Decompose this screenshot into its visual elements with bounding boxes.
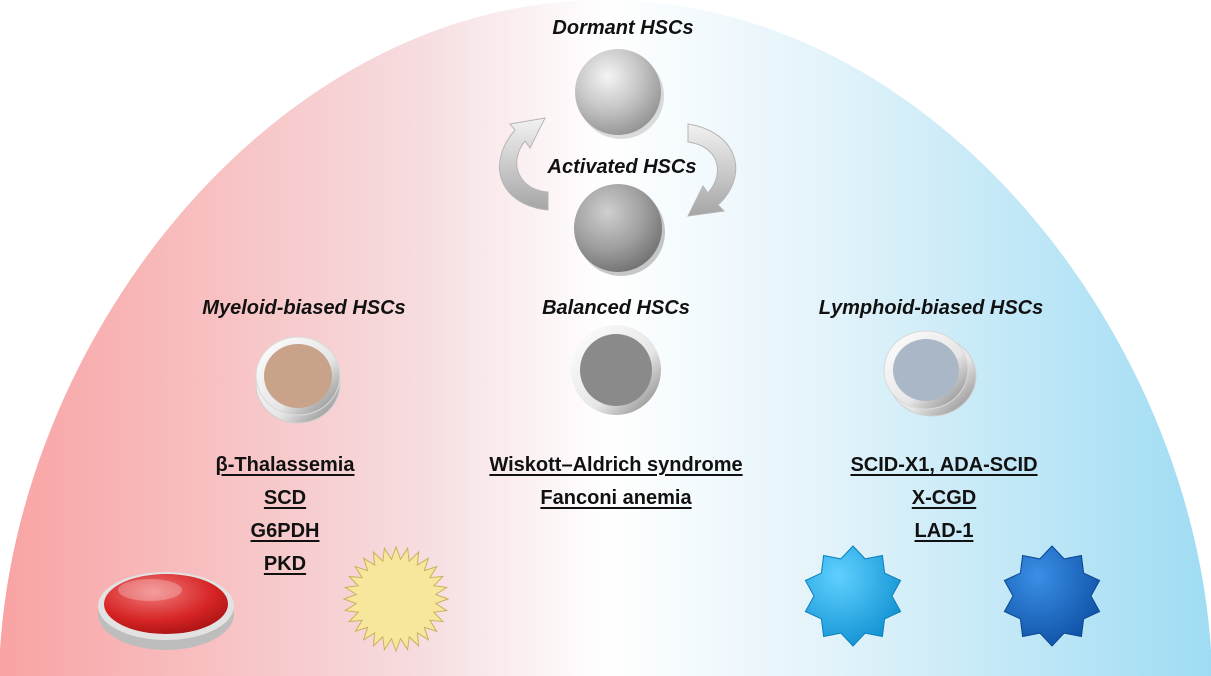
lymphoid-disease-1: SCID-X1, ADA-SCID bbox=[850, 454, 1038, 476]
dormant-hsc-label: Dormant HSCs bbox=[552, 17, 694, 39]
myeloid-disease-1: β-Thalassemia bbox=[215, 454, 355, 476]
red-blood-cell bbox=[98, 572, 234, 650]
myeloid-disease-3: G6PDH bbox=[250, 520, 320, 542]
lymphoid-disease-3: LAD-1 bbox=[914, 520, 974, 542]
balanced-hsc-cell bbox=[571, 325, 661, 415]
myeloid-disease-2: SCD bbox=[263, 487, 307, 509]
myeloid-hsc-label: Myeloid-biased HSCs bbox=[202, 297, 406, 319]
lymphocyte-star-light bbox=[804, 545, 902, 647]
balanced-hsc-label: Balanced HSCs bbox=[542, 297, 690, 319]
platelet-sunburst bbox=[342, 545, 450, 653]
lymphoid-hsc-label: Lymphoid-biased HSCs bbox=[818, 297, 1044, 319]
myeloid-hsc-cell bbox=[255, 336, 341, 424]
activated-hsc-cell bbox=[574, 184, 665, 276]
dormant-hsc-cell bbox=[575, 49, 664, 139]
myeloid-disease-4: PKD bbox=[263, 553, 307, 575]
cycle-arrow-right bbox=[687, 123, 737, 217]
balanced-disease-2: Fanconi anemia bbox=[540, 487, 692, 509]
lymphoid-hsc-cell bbox=[883, 330, 977, 417]
lymphoid-disease-2: X-CGD bbox=[911, 487, 977, 509]
lymphocyte-star-dark bbox=[1003, 545, 1101, 647]
balanced-disease-1: Wiskott–Aldrich syndrome bbox=[489, 454, 743, 476]
cycle-arrow-left bbox=[499, 117, 549, 211]
activated-hsc-label: Activated HSCs bbox=[547, 156, 697, 178]
